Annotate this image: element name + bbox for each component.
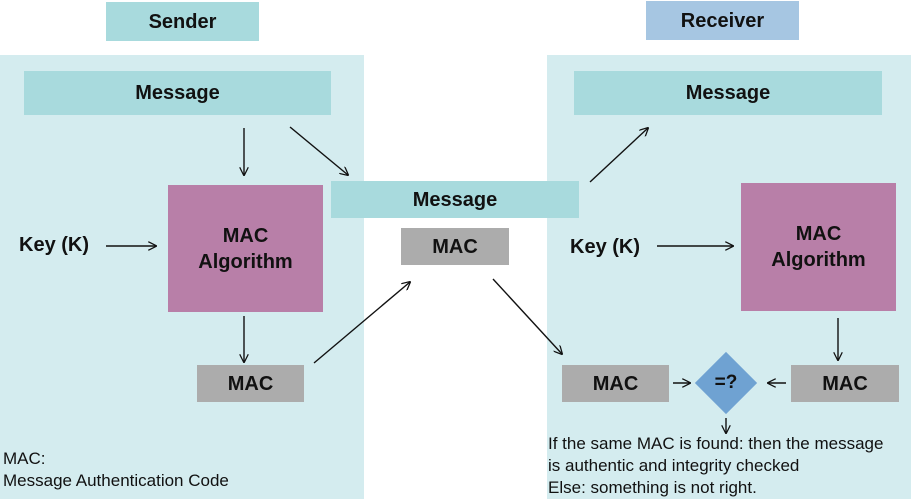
- footnote-line2: Message Authentication Code: [3, 471, 229, 490]
- footnote-line1: MAC:: [3, 449, 46, 468]
- sender-key-label: Key (K): [19, 234, 90, 256]
- transit-mac-box: MAC: [401, 228, 509, 265]
- sender-mac-algorithm-box: MAC Algorithm: [168, 185, 323, 312]
- sender-footnote: MAC: Message Authentication Code: [3, 448, 229, 492]
- receiver-algorithm-line2: Algorithm: [771, 249, 866, 271]
- arrow-mac-to-transit: [313, 282, 410, 364]
- sender-algorithm-line2: Algorithm: [198, 250, 293, 273]
- result-line2: is authentic and integrity checked: [548, 456, 800, 475]
- receiver-key-label: Key (K): [570, 236, 641, 258]
- arrow-transit-to-receiver-message: [589, 128, 648, 183]
- receiver-title: Receiver: [646, 1, 799, 40]
- result-line1: If the same MAC is found: then the messa…: [548, 434, 884, 453]
- sender-title: Sender: [106, 2, 259, 41]
- sender-algorithm-line1: MAC: [222, 224, 269, 247]
- compare-diamond: =?: [694, 351, 758, 415]
- sender-message-box: Message: [24, 71, 331, 115]
- receiver-message-box: Message: [574, 71, 882, 115]
- sender-mac-box: MAC: [197, 365, 304, 402]
- receiver-computed-mac-box: MAC: [791, 365, 899, 402]
- receiver-mac-algorithm-box: MAC Algorithm: [741, 183, 896, 311]
- arrow-transit-mac-to-receiver: [492, 278, 562, 354]
- receiver-result-text: If the same MAC is found: then the messa…: [548, 433, 883, 499]
- transit-message-box: Message: [331, 181, 579, 218]
- receiver-received-mac-box: MAC: [562, 365, 669, 402]
- result-line3: Else: something is not right.: [548, 478, 757, 497]
- arrow-message-to-transit: [289, 126, 348, 175]
- compare-diamond-label: =?: [714, 372, 738, 393]
- receiver-algorithm-line1: MAC: [795, 223, 842, 245]
